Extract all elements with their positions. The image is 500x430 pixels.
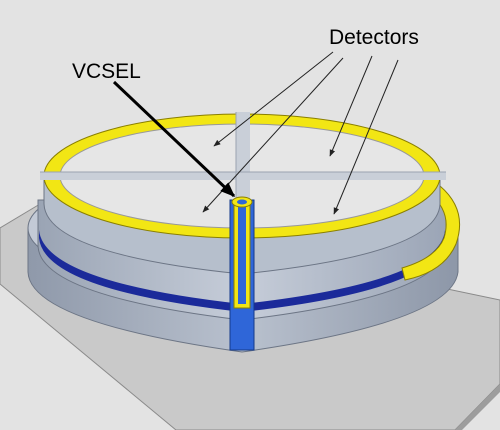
detectors-label: Detectors [329,26,419,49]
detector-arrow-4 [333,59,399,215]
detector-arrow-3 [329,55,373,157]
gold-contact-arc [401,185,461,281]
vcsel-structure [229,196,255,351]
blue-layer [39,230,445,312]
vcsel-label: VCSEL [72,60,141,83]
detector-arrow-1 [213,51,334,147]
vcsel-arrow [112,80,236,198]
